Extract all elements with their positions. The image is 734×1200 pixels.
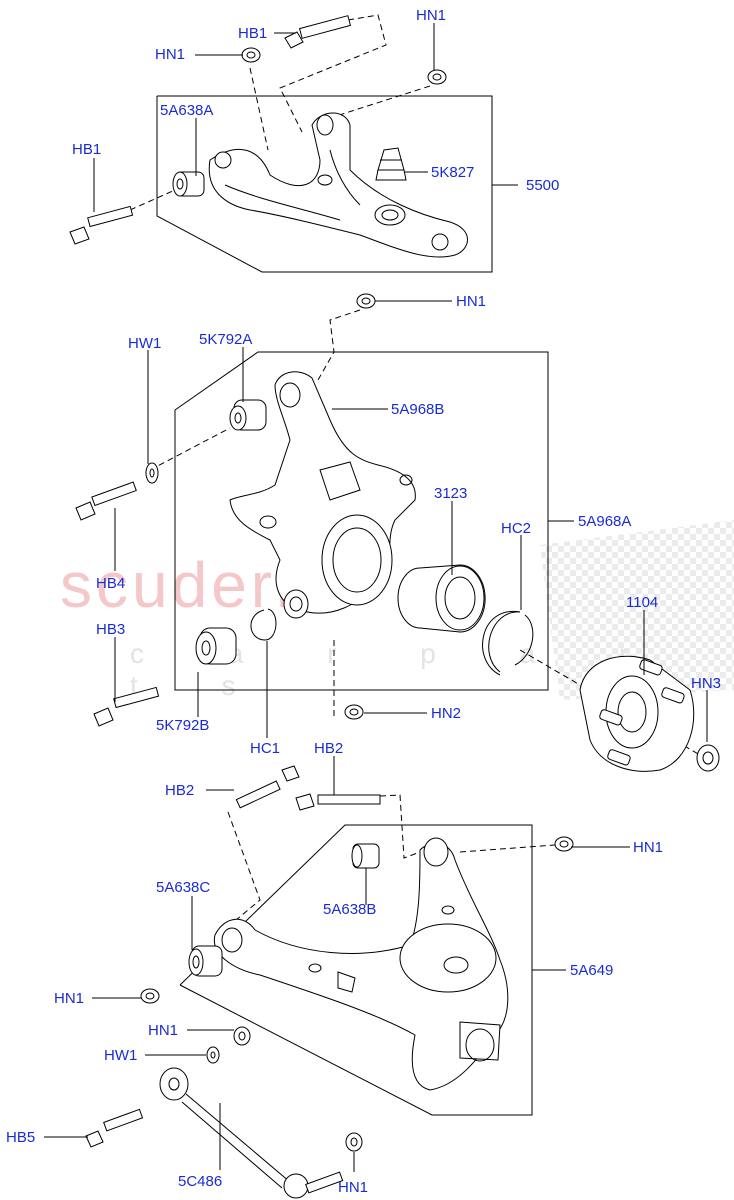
label-5k827: 5K827 [431,164,475,181]
label-5a649: 5A649 [570,962,614,979]
bearing-3123 [397,564,486,633]
nut-hn3 [696,744,720,772]
label-hc2: HC2 [501,520,532,537]
nut-hn1-c [356,293,376,309]
bolt-hb1-left [69,205,134,245]
bushing-5a638a [172,171,205,197]
label-5a968b: 5A968B [391,401,445,418]
label-hb1-top: HB1 [238,25,268,42]
label-hn1-g: HN1 [338,1179,369,1196]
label-3123: 3123 [434,485,468,502]
watermark-flag [540,520,734,700]
nut-hn1-f [233,1026,251,1046]
label-hn1-c: HN1 [456,293,487,310]
circlip-hc2 [482,610,534,676]
nut-hn1-d [554,836,574,852]
bushing-5k792a [229,399,267,431]
bolt-hb3 [93,686,160,727]
label-1104: 1104 [626,594,659,611]
label-5k792b: 5K792B [156,717,210,734]
label-hb5: HB5 [6,1129,36,1146]
link-5c486 [159,1067,309,1199]
label-hb2-a: HB2 [314,740,344,757]
upper-control-arm-5500 [208,112,468,258]
label-hn1-d: HN1 [633,839,664,856]
label-5a638b: 5A638B [323,901,377,918]
label-hb2-b: HB2 [165,782,195,799]
bushing-5k792b [195,627,237,665]
washer-hw1-b [206,1046,220,1064]
knuckle-5a968b [229,371,416,619]
label-hn1-e: HN1 [54,990,85,1007]
bolt-hb4 [75,481,137,521]
label-hb1-left: HB1 [72,141,102,158]
bolt-link-lower [305,1171,344,1194]
leader-lines [44,23,708,1172]
hub-1104 [579,655,695,772]
label-hb3: HB3 [96,621,126,638]
label-hn3: HN3 [691,675,722,692]
label-hn1-b: HN1 [416,7,447,24]
nut-hn1-g [345,1132,363,1152]
lower-control-arm-5a649 [213,837,509,1091]
label-5a638a: 5A638A [160,102,214,119]
bolt-hb5 [85,1108,144,1148]
nut-hn2 [344,704,364,720]
bushing-5a638c [188,945,223,977]
label-5500: 5500 [526,177,560,194]
nut-hn1-a [241,47,261,63]
label-hw1: HW1 [128,335,162,352]
bolt-hb1-top [284,15,352,49]
label-5a638c: 5A638C [156,879,211,896]
label-5k792a: 5K792A [199,331,253,348]
washer-hw1 [145,462,159,484]
nut-hn1-b [427,69,447,85]
label-hn2: HN2 [431,705,462,722]
bolt-hb2-a [235,765,300,809]
label-5c486: 5C486 [178,1173,223,1190]
label-hn1-f: HN1 [148,1022,179,1039]
nut-hn1-e [140,988,160,1004]
bolt-hb2-b [295,793,381,811]
label-hb4: HB4 [96,575,126,592]
label-hw1-b: HW1 [104,1047,138,1064]
bushing-5a638b [351,843,380,869]
circlip-hc1 [250,608,277,641]
label-hc1: HC1 [250,740,281,757]
bump-stop-5k827 [375,147,407,181]
label-hn1-a: HN1 [155,46,186,63]
label-5a968a: 5A968A [578,513,632,530]
assembly-outline-5500 [156,95,493,273]
